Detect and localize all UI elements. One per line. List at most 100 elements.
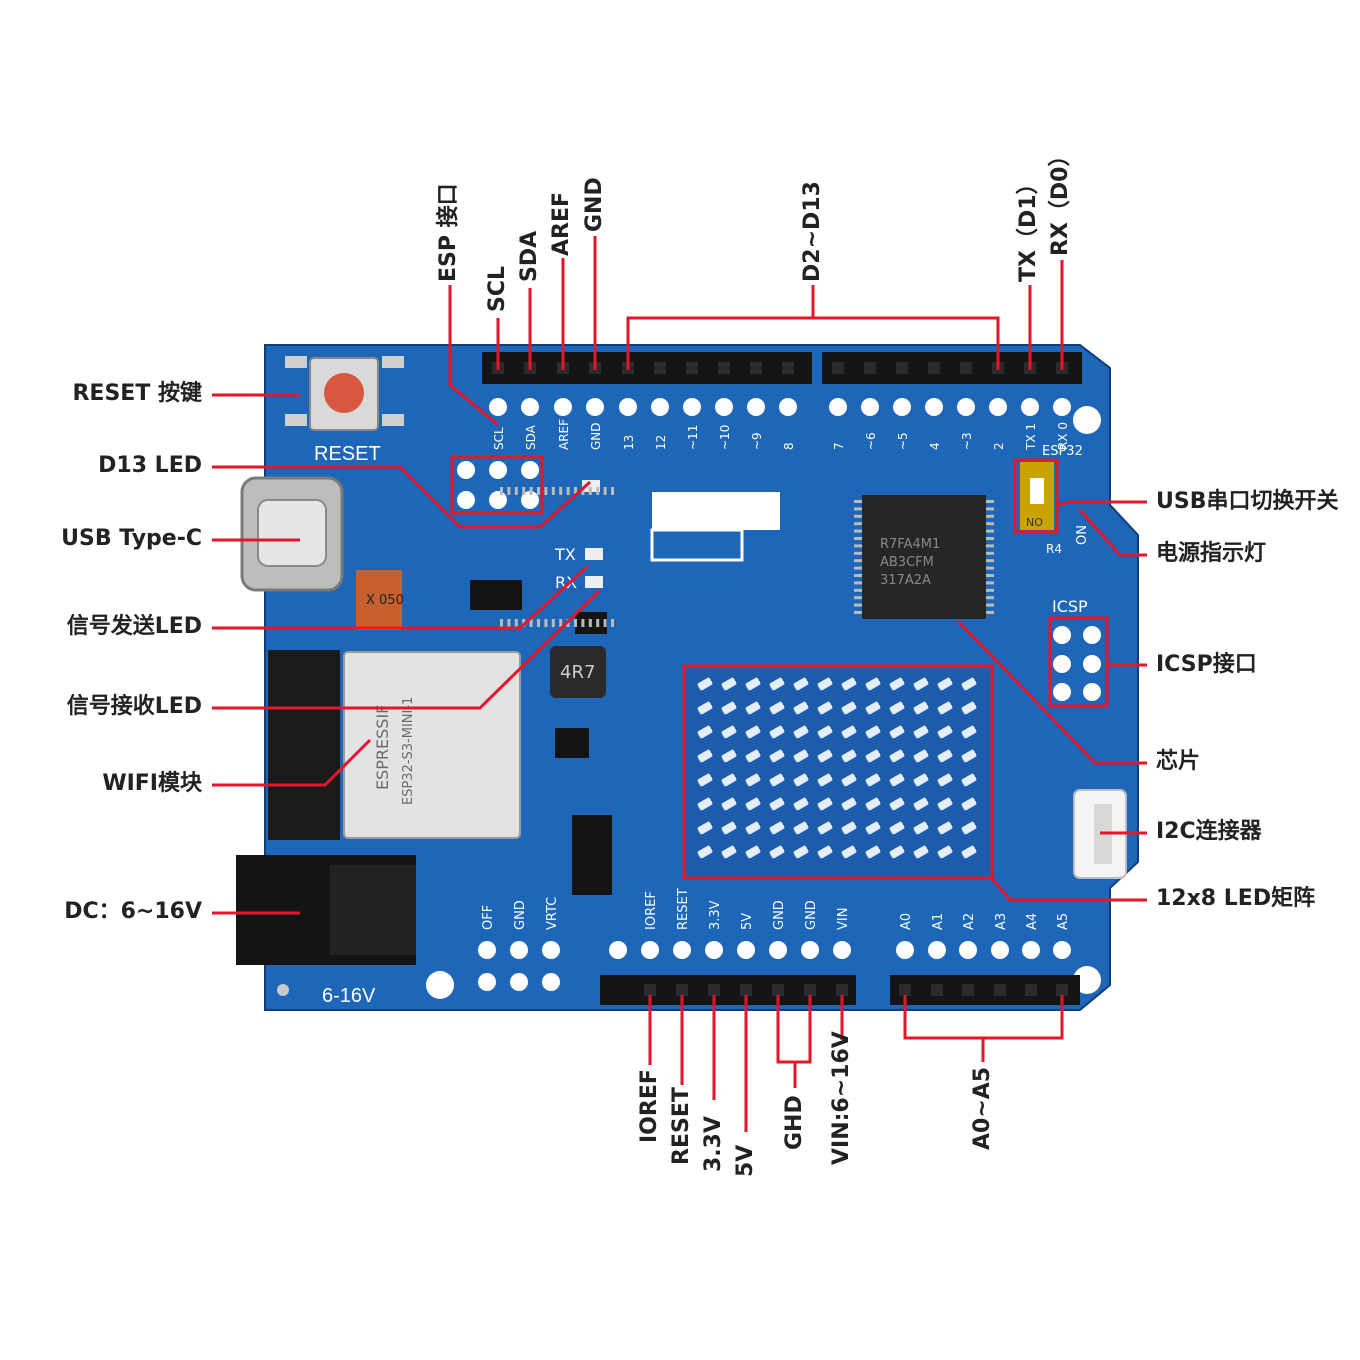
chip-pin <box>574 487 577 495</box>
chip-pin <box>986 529 994 533</box>
chip-pin <box>500 619 503 627</box>
header-pin <box>994 984 1006 996</box>
matrix-led <box>913 797 929 811</box>
matrix-led <box>793 701 809 715</box>
callout-led-matrix: 12x8 LED矩阵 <box>1156 886 1316 911</box>
callout-rx-led: 信号接收LED <box>66 694 202 719</box>
silk-pin-label: A5 <box>1056 913 1071 930</box>
header-pin <box>708 984 720 996</box>
matrix-led <box>697 797 713 811</box>
pin-pad <box>489 398 507 416</box>
silk-pin-label: 4 <box>928 442 942 450</box>
chip-mark: R7FA4M1 <box>880 537 940 552</box>
callout-sda: SDA <box>517 230 542 282</box>
matrix-led <box>769 821 785 835</box>
matrix-led <box>745 701 761 715</box>
matrix-led <box>913 725 929 739</box>
chip-pin <box>514 487 518 495</box>
fuse <box>356 570 402 630</box>
top-header-right <box>822 352 1082 384</box>
pin-pad <box>489 491 507 509</box>
chip-pin <box>611 487 614 495</box>
matrix-led <box>913 773 929 787</box>
wifi-module-body <box>343 651 521 839</box>
chip-pin <box>986 551 994 555</box>
chip-pin <box>529 487 533 495</box>
pin-pad <box>737 941 755 959</box>
header-pin <box>896 362 908 374</box>
pin-pad <box>779 398 797 416</box>
callout-esp-header: ESP 接口 <box>436 183 461 282</box>
pin-pad <box>1053 398 1071 416</box>
pin-pad <box>1053 655 1071 673</box>
matrix-led <box>937 797 953 811</box>
pin-pad <box>683 398 701 416</box>
matrix-led <box>817 845 833 859</box>
matrix-led <box>793 725 809 739</box>
pin-pad <box>457 491 475 509</box>
matrix-led <box>817 821 833 835</box>
chip-pin <box>522 487 526 495</box>
chip-pin <box>507 619 511 627</box>
pin-pad <box>747 398 765 416</box>
chip-pin <box>566 487 570 495</box>
matrix-led <box>769 677 785 691</box>
chip-pin <box>986 596 994 600</box>
matrix-led <box>841 749 857 763</box>
pin-pad <box>1022 941 1040 959</box>
header-pin <box>962 984 974 996</box>
matrix-led <box>793 845 809 859</box>
top-pin-pads <box>489 398 1071 416</box>
matrix-led <box>721 845 737 859</box>
callout-a0-a5: A0~A5 <box>970 1066 995 1150</box>
chip-pin <box>986 559 994 563</box>
pin-pad <box>861 398 879 416</box>
matrix-led <box>721 797 737 811</box>
callout-gnd-top: GND <box>582 177 607 232</box>
pin-pad <box>510 973 528 991</box>
header-pin <box>686 362 698 374</box>
silk-pin-label: A3 <box>994 913 1009 930</box>
silk-pin-label: ~10 <box>718 425 732 450</box>
callout-d13-led: D13 LED <box>98 453 202 478</box>
matrix-led <box>913 845 929 859</box>
pin-pad <box>651 398 669 416</box>
module-brand: ESPRESSIF <box>373 705 392 790</box>
matrix-led <box>817 725 833 739</box>
chip-pin <box>854 500 862 503</box>
header-pin <box>772 984 784 996</box>
matrix-led <box>961 821 977 835</box>
chip-pin <box>986 611 994 614</box>
chip-pin <box>854 522 862 526</box>
silk-pin-label: ~3 <box>960 432 974 450</box>
matrix-led <box>769 773 785 787</box>
pin-pad <box>769 941 787 959</box>
silk-pin-label: A4 <box>1025 913 1040 930</box>
mounting-hole <box>426 971 454 999</box>
pin-pad <box>1053 941 1071 959</box>
pin-pad <box>478 973 496 991</box>
header-pin <box>864 362 876 374</box>
chip-pin <box>986 588 994 592</box>
chip-pin <box>854 588 862 592</box>
header-pin <box>1056 984 1068 996</box>
matrix-led <box>913 701 929 715</box>
header-pin <box>899 984 911 996</box>
reset-silk: RESET <box>314 443 381 465</box>
chip-pin <box>559 619 563 627</box>
callout-ghd: GHD <box>782 1095 807 1150</box>
pin-pad <box>521 461 539 479</box>
chip-pin <box>854 566 862 570</box>
matrix-led <box>769 701 785 715</box>
matrix-led <box>841 797 857 811</box>
matrix-led <box>697 821 713 835</box>
chip-pin <box>500 487 503 495</box>
pin-pad <box>521 491 539 509</box>
header-pin <box>750 362 762 374</box>
chip-pin <box>854 559 862 563</box>
silk-pin-label: GND <box>589 422 603 450</box>
silk-pin-label: 13 <box>622 435 636 450</box>
callout-dc-jack: DC：6~16V <box>64 899 202 924</box>
header-pin <box>644 984 656 996</box>
icsp-silk: ICSP <box>1052 597 1088 616</box>
